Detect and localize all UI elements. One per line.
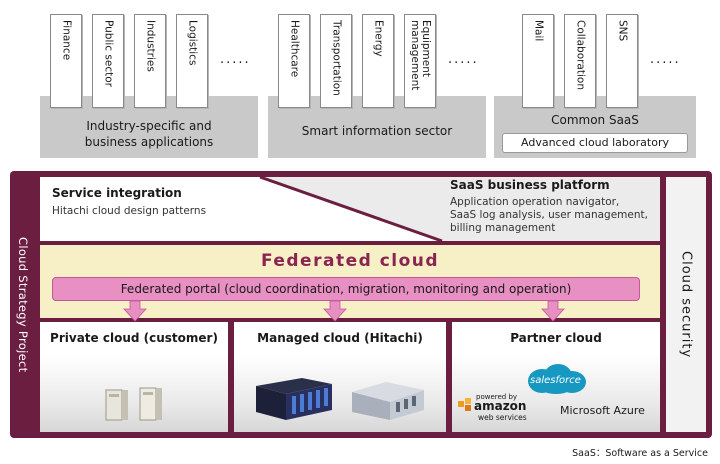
- card-transportation: Transportation: [320, 14, 352, 108]
- card-energy: Energy: [362, 14, 394, 108]
- cloud-security-panel: Cloud security: [666, 177, 706, 432]
- private-cloud-box: Private cloud (customer): [40, 322, 228, 432]
- amazon-web-services-text: web services: [478, 413, 527, 422]
- private-servers-icon: [105, 387, 162, 421]
- card-sns: SNS: [606, 14, 638, 108]
- salesforce-logo-text: salesforce: [530, 375, 581, 386]
- saas-platform-description: Application operation navigator, SaaS lo…: [450, 196, 648, 234]
- advanced-cloud-laboratory: Advanced cloud laboratory: [502, 133, 688, 153]
- smart-more-dots: .....: [448, 52, 479, 67]
- common-saas-label: Common SaaS: [551, 113, 639, 127]
- saas-platform-title: SaaS business platform: [450, 178, 610, 192]
- arrow-to-partner: [541, 300, 565, 322]
- managed-cloud-title: Managed cloud (Hitachi): [257, 331, 423, 345]
- platform-band: Service integration Hitachi cloud design…: [40, 177, 660, 241]
- industry-more-dots: .....: [220, 52, 251, 67]
- managed-cloud-box: Managed cloud (Hitachi): [234, 322, 446, 432]
- smart-sector-label: Smart information sector: [301, 124, 453, 138]
- service-integration-subtitle: Hitachi cloud design patterns: [52, 205, 207, 217]
- card-equipment-management: Equipment management: [404, 14, 436, 108]
- card-public-sector: Public sector: [92, 14, 124, 108]
- amazon-logo-text: amazon: [474, 399, 527, 413]
- industry-sector-label: Industry-specific and business applicati…: [84, 119, 214, 149]
- arrow-to-managed: [323, 300, 347, 322]
- arrow-to-private: [123, 300, 147, 322]
- card-industries: Industries: [134, 14, 166, 108]
- partner-cloud-title: Partner cloud: [510, 331, 602, 345]
- data-center-building-icon: [352, 382, 424, 420]
- private-cloud-title: Private cloud (customer): [50, 331, 218, 345]
- card-finance: Finance: [50, 14, 82, 108]
- salesforce-logo-icon: [528, 364, 586, 394]
- federated-portal-bar: Federated portal (cloud coordination, mi…: [52, 277, 640, 301]
- amazon-powered-by: powered by: [476, 393, 518, 401]
- platform-band-shapes: [40, 177, 660, 241]
- server-rack-icon: [256, 378, 332, 420]
- cloud-strategy-project-label: Cloud Strategy Project: [16, 236, 30, 373]
- footnote: SaaS：Software as a Service: [572, 448, 708, 459]
- partner-cloud-box: Partner cloud salesforce powered by amaz…: [452, 322, 660, 432]
- aws-cubes-icon: [458, 398, 471, 411]
- card-healthcare: Healthcare: [278, 14, 310, 108]
- microsoft-azure-text: Microsoft Azure: [560, 404, 645, 417]
- common-more-dots: .....: [650, 52, 681, 67]
- cloud-security-label: Cloud security: [678, 250, 694, 359]
- card-collaboration: Collaboration: [564, 14, 596, 108]
- card-mail: Mail: [522, 14, 554, 108]
- service-integration-title: Service integration: [52, 186, 182, 200]
- card-logistics: Logistics: [176, 14, 208, 108]
- federated-cloud-title: Federated cloud: [260, 251, 440, 271]
